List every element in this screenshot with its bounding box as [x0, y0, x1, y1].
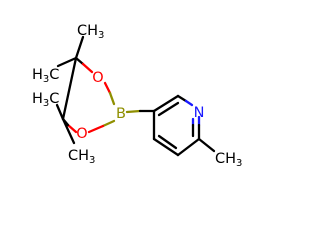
bond-c6-methyl: [197, 137, 216, 153]
nitrogen-label: N: [194, 105, 205, 121]
methyl-top-c: C: [77, 23, 87, 39]
molecule-diagram: O O B N CH3 H3C H3C CH3 CH3: [32, 23, 242, 169]
methyl-bottom-sub: 3: [89, 155, 95, 166]
bond-c2-c1: [61, 56, 78, 121]
bond-c5-c4: [152, 137, 180, 157]
bond-c1-o-top: [81, 62, 94, 74]
methyl-upper-left-sub: 3: [43, 74, 49, 85]
methyl-lower-left-label: H3C: [32, 91, 59, 109]
methyl-lower-left-h: H: [32, 91, 43, 107]
structure-canvas: O O B N CH3 H3C H3C CH3 CH3: [32, 23, 243, 169]
oxygen-top-label: O: [92, 70, 103, 86]
methyl-lower-left-sub: 3: [43, 98, 49, 109]
oxygen-bottom-label: O: [76, 126, 87, 142]
bond-c3-c2: [152, 94, 180, 113]
methyl-pyridine-label: CH3: [215, 151, 242, 169]
methyl-lower-left-c: C: [49, 91, 59, 107]
bond-c1-methyl-left: [56, 56, 78, 68]
methyl-bottom-h: H: [78, 148, 89, 164]
bond-b-o-bottom-boron: [101, 119, 116, 128]
bond-c2-methyl-left: [55, 103, 65, 121]
methyl-bottom-c: C: [68, 148, 78, 164]
bond-c5-c4-double: [157, 134, 178, 150]
methyl-bottom-label: CH3: [68, 148, 95, 166]
methyl-pyridine-h: H: [225, 151, 236, 167]
bond-o-bottom-c2: [66, 123, 78, 134]
boron-label: B: [116, 106, 126, 122]
bond-c1-o-top-carbon: [74, 56, 85, 66]
bond-c2-methyl-bottom: [61, 117, 76, 145]
methyl-top-sub: 3: [98, 30, 104, 41]
bond-c2-n: [176, 94, 188, 103]
methyl-upper-left-h: H: [32, 67, 43, 83]
bond-o-top-b: [103, 81, 112, 95]
bond-b-o-bottom: [87, 124, 105, 134]
bond-o-top-b-boron: [108, 91, 116, 106]
bond-c3-c2-double: [157, 101, 180, 117]
methyl-top-h: H: [87, 23, 98, 39]
methyl-pyridine-c: C: [215, 151, 225, 167]
bond-c1-methyl-top: [74, 35, 85, 60]
methyl-upper-left-label: H3C: [32, 67, 59, 85]
bond-b-aryl-boron: [125, 109, 142, 114]
methyl-pyridine-sub: 3: [236, 158, 242, 169]
methyl-top-label: CH3: [77, 23, 104, 41]
bond-c2-n-nitrogen: [184, 99, 194, 107]
bond-c6-c5: [176, 137, 201, 157]
methyl-upper-left-c: C: [49, 67, 59, 83]
